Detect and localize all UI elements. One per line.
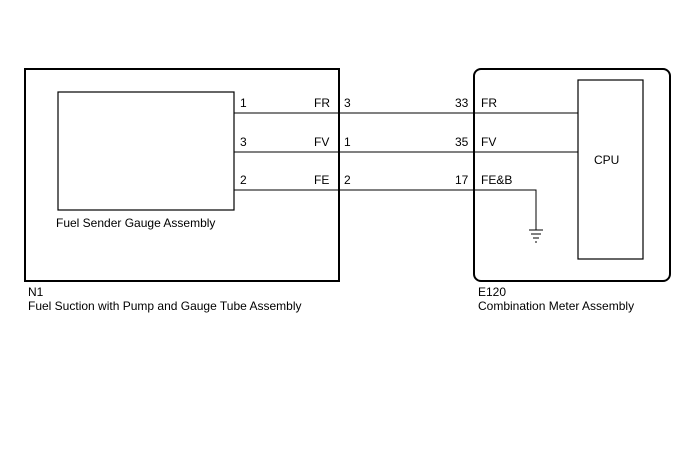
connector-pin-left: 2 [344,173,351,187]
e120-code-label: E120 [478,285,506,299]
cpu-label: CPU [594,153,619,167]
connector-pin-right: 33 [455,96,469,110]
signal-label-right: FR [481,96,497,110]
connector-pin-left: 1 [344,135,351,149]
fuel-sender-gauge-label: Fuel Sender Gauge Assembly [56,216,215,230]
e120-component-box [473,68,671,282]
signal-label-right: FV [481,135,496,149]
cpu-box [577,79,644,260]
signal-label-left: FV [314,135,329,149]
inner-pin-label: 2 [240,173,247,187]
inner-pin-label: 3 [240,135,247,149]
connector-pin-right: 17 [455,173,469,187]
n1-name-label: Fuel Suction with Pump and Gauge Tube As… [28,299,302,313]
n1-component-box [24,68,340,282]
wire-fe [234,189,537,230]
ground-symbol-icon [529,229,543,243]
signal-label-right: FE&B [481,173,512,187]
inner-pin-label: 1 [240,96,247,110]
n1-code-label: N1 [28,285,44,299]
connector-pin-right: 35 [455,135,469,149]
e120-name-label: Combination Meter Assembly [478,299,634,313]
signal-label-left: FE [314,173,329,187]
fuel-sender-gauge-box [57,91,235,211]
connector-pin-left: 3 [344,96,351,110]
signal-label-left: FR [314,96,330,110]
